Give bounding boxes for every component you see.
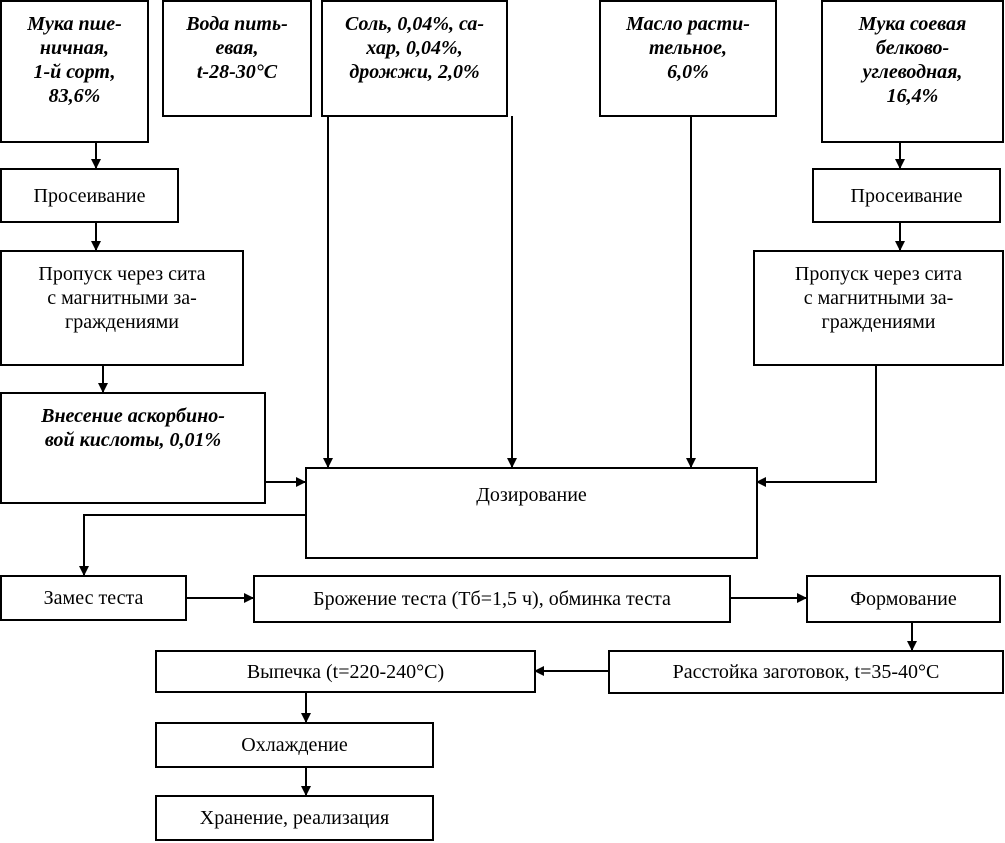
input-wheat-flour: Мука пше- ничная, 1-й сорт, 83,6% [0,0,149,143]
step-proofing: Расстойка заготовок, t=35-40°C [608,650,1004,694]
step-sifting-right: Просеивание [812,168,1001,223]
step-forming: Формование [806,575,1001,623]
input-salt-sugar-yeast: Соль, 0,04%, са- хар, 0,04%, дрожжи, 2,0… [321,0,508,117]
input-soy-flour: Мука соевая белково- углеводная, 16,4% [821,0,1004,143]
step-dosing: Дозирование [305,467,758,559]
input-water: Вода пить- евая, t-28-30°C [162,0,312,117]
step-kneading: Замес теста [0,575,187,621]
step-sifting-left: Просеивание [0,168,179,223]
step-fermentation: Брожение теста (Тб=1,5 ч), обминка теста [253,575,731,623]
arrow [79,514,305,576]
arrow [756,365,877,487]
step-baking: Выпечка (t=220-240°C) [155,650,536,693]
step-cooling: Охлаждение [155,722,434,768]
input-vegetable-oil: Масло расти- тельное, 6,0% [599,0,777,117]
step-ascorbic-acid: Внесение аскорбино- вой кислоты, 0,01% [0,392,266,504]
step-magnetic-sieve-left: Пропуск через сита с магнитными за- граж… [0,250,244,366]
step-magnetic-sieve-right: Пропуск через сита с магнитными за- граж… [753,250,1004,366]
step-storage: Хранение, реализация [155,795,434,841]
